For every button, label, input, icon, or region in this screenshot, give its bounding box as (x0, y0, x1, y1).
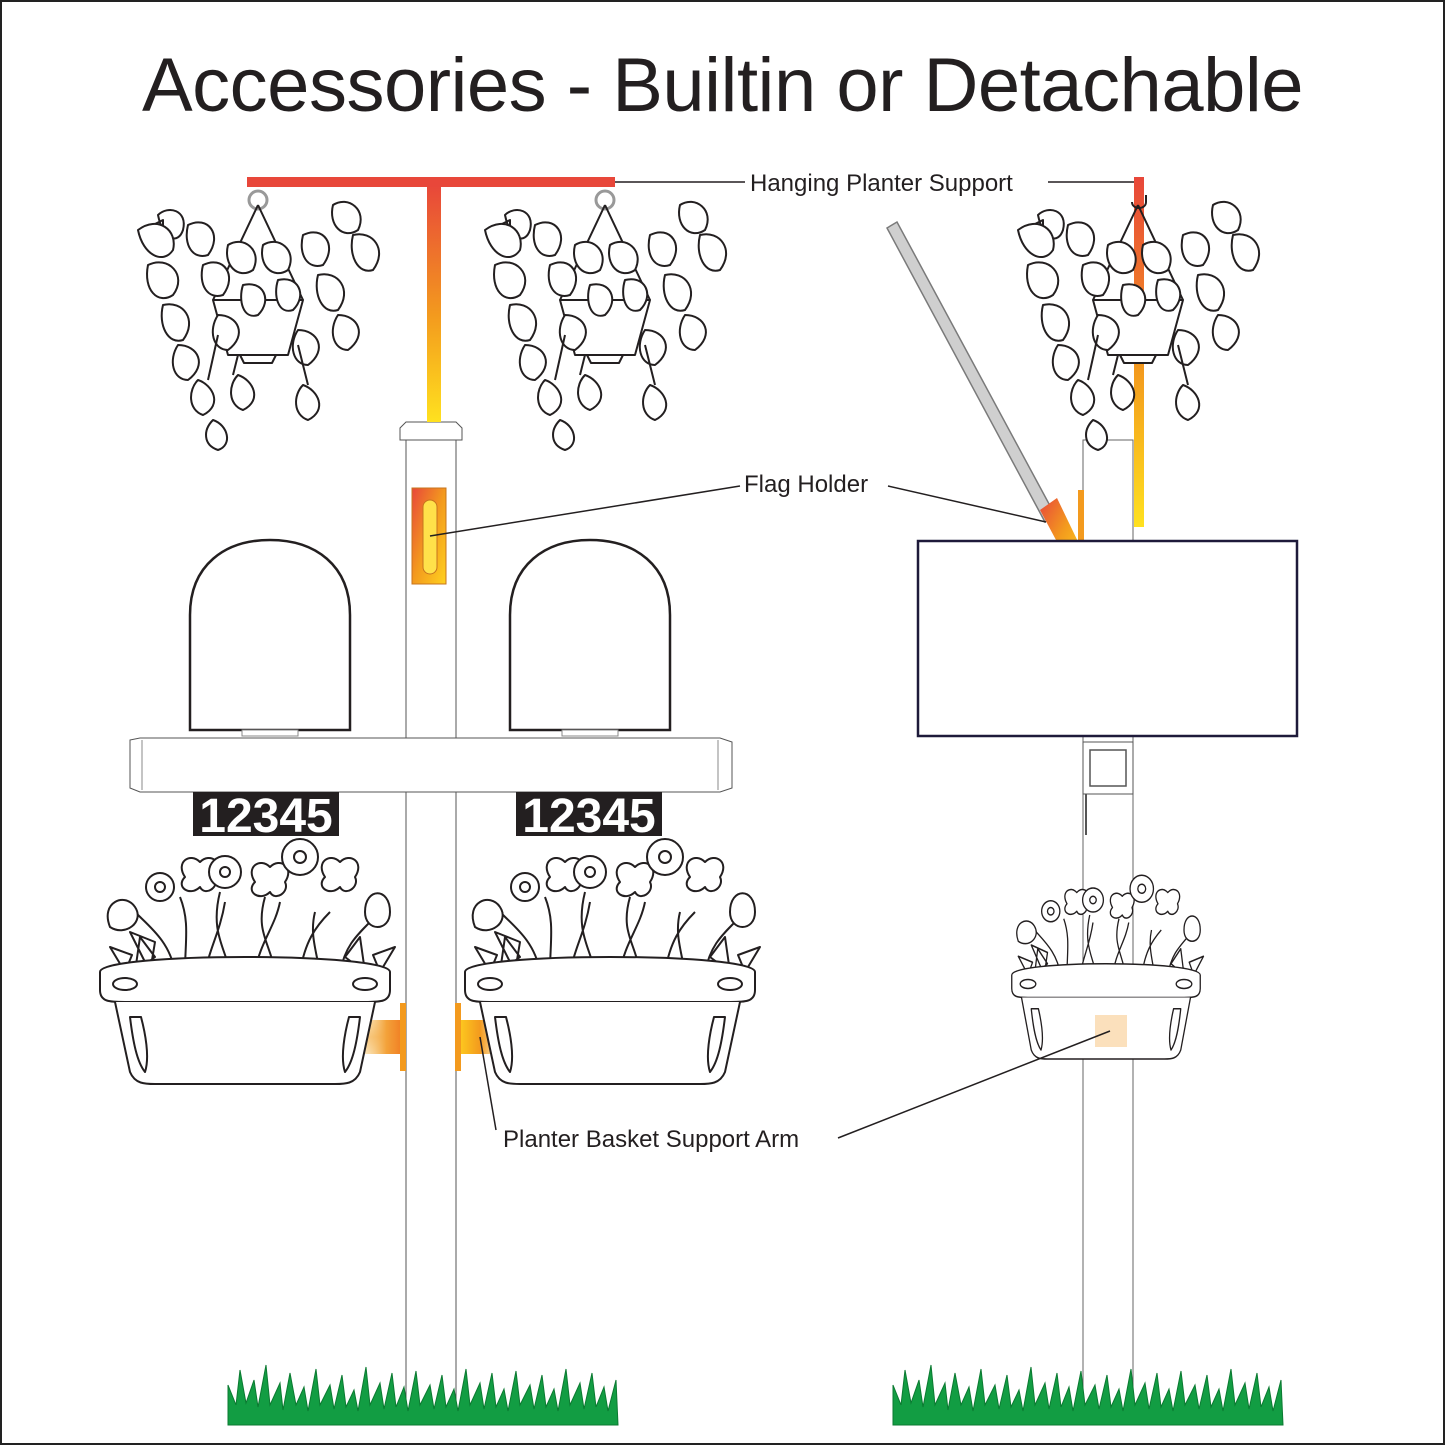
hanging-planter-left (137, 200, 381, 451)
label-hanging-planter-support: Hanging Planter Support (750, 170, 1013, 197)
double-mailbox-post (129, 421, 733, 1419)
callout-hanging-planter-support: Hanging Planter Support (615, 170, 1134, 197)
address-number-right: 12345 (522, 790, 655, 843)
label-flag-holder: Flag Holder (744, 471, 868, 498)
address-number-left: 12345 (199, 790, 332, 843)
flower-basket-small (1011, 874, 1205, 1060)
address-plate-left: 12345 (193, 790, 339, 843)
hanging-planter-center (484, 200, 728, 451)
mailbox-side (916, 539, 1299, 738)
mailbox-right (508, 538, 672, 738)
flower-basket-left (99, 838, 397, 1085)
hanging-planter-support (247, 177, 616, 422)
label-planter-basket-support-arm: Planter Basket Support Arm (503, 1126, 799, 1153)
callout-flag-holder: Flag Holder (429, 471, 1047, 537)
mailbox-left (188, 538, 352, 738)
callout-planter-basket-support-arm: Planter Basket Support Arm (479, 1030, 1111, 1153)
diagram-title: Accessories - Builtin or Detachable (141, 43, 1304, 128)
address-plate-right: 12345 (516, 790, 662, 843)
flower-basket-right (464, 838, 761, 1085)
flag-holder-post (411, 487, 447, 585)
